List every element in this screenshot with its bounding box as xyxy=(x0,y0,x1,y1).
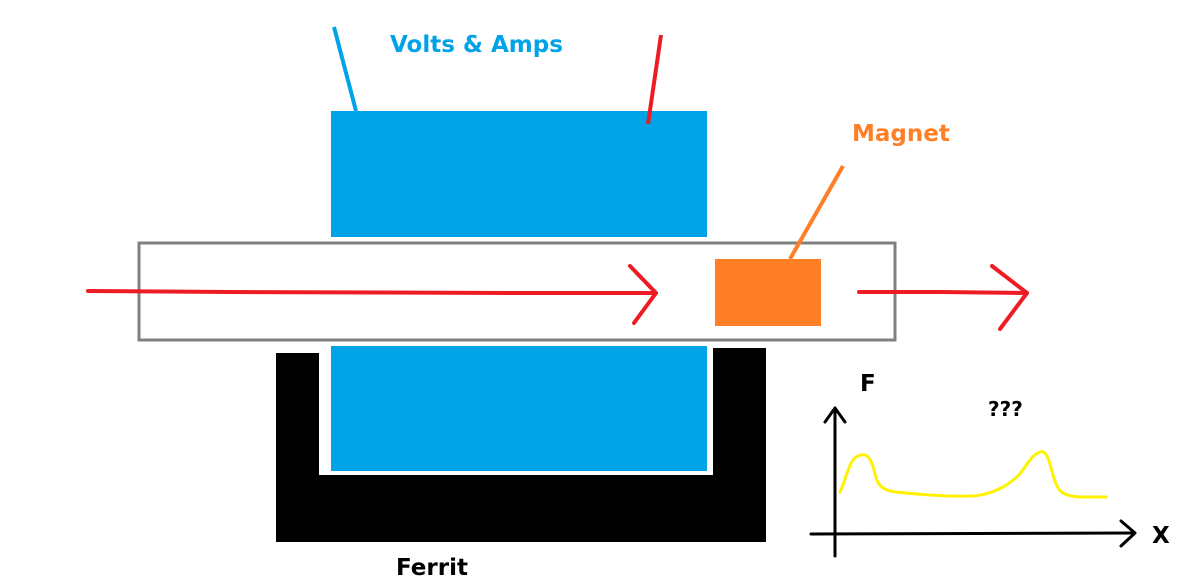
force-curve xyxy=(838,450,1108,499)
volts-amps-label: Volts & Amps xyxy=(390,32,563,58)
magnet xyxy=(715,259,821,326)
magnet-label: Magnet xyxy=(852,121,950,147)
motion-arrow-right xyxy=(857,264,1029,331)
position-axis-arrowhead xyxy=(1119,519,1137,548)
position-axis-label: X xyxy=(1152,523,1170,549)
force-axis-label: F xyxy=(860,371,876,397)
force-axis-arrowhead xyxy=(823,406,847,424)
ferrite-core xyxy=(276,348,766,542)
lead-wire-blue xyxy=(332,26,358,112)
coil-bottom xyxy=(331,346,707,471)
lead-wire-red xyxy=(646,34,663,125)
ferrit-label: Ferrit xyxy=(396,555,468,581)
motion-arrow-left xyxy=(86,264,658,325)
unknown-label: ??? xyxy=(988,397,1023,421)
magnet-pointer xyxy=(788,165,845,260)
coil-top xyxy=(331,111,707,237)
graph-axes xyxy=(809,406,1137,558)
ferrite-base xyxy=(276,475,766,542)
position-axis-line xyxy=(809,531,1136,536)
